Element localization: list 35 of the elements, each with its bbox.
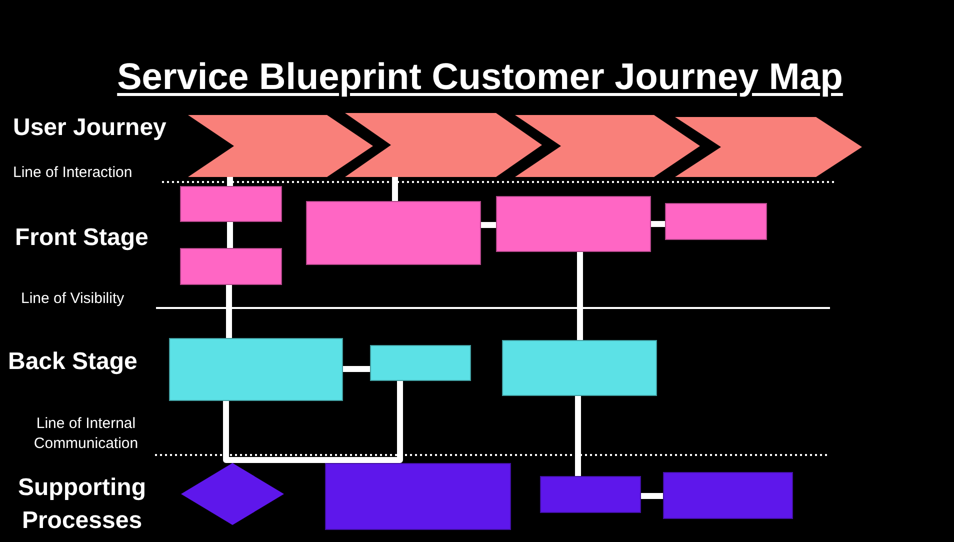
lane-title: Back Stage: [8, 347, 138, 376]
connector-line: [481, 222, 496, 228]
process-box: [180, 248, 282, 285]
process-box: [169, 338, 343, 401]
connector-line: [651, 221, 665, 227]
page-title: Service Blueprint Customer Journey Map: [117, 56, 843, 97]
process-box: [180, 186, 282, 222]
process-box: [496, 196, 651, 252]
connector-line: [227, 177, 233, 186]
journey-step-banner: [515, 115, 700, 177]
process-box: [663, 472, 793, 519]
connector-line: [226, 285, 232, 338]
lane-title: User Journey: [13, 113, 166, 142]
journey-step-banner: [345, 113, 542, 177]
connector-line: [223, 381, 403, 463]
connector-line: [641, 493, 663, 499]
journey-step-banner: [188, 115, 373, 177]
connector-line: [343, 366, 370, 372]
connector-line: [227, 222, 233, 248]
journey-step-banner: [675, 117, 862, 177]
process-box: [306, 201, 481, 265]
lane-title: Front Stage: [15, 223, 148, 252]
boundary-label: Line of Interaction: [13, 163, 132, 183]
decision-diamond: [181, 463, 284, 525]
process-box: [325, 463, 511, 530]
boundary-label: Line of Visibility: [21, 289, 124, 309]
process-box: [370, 345, 471, 381]
connector-line: [577, 252, 583, 340]
lane-title: Supporting Processes: [17, 473, 147, 536]
boundary-label: Line of Internal Communication: [32, 414, 140, 454]
connector-line: [575, 396, 581, 476]
process-box: [665, 203, 767, 240]
process-box: [502, 340, 657, 396]
process-box: [540, 476, 641, 513]
connector-line: [392, 177, 398, 201]
